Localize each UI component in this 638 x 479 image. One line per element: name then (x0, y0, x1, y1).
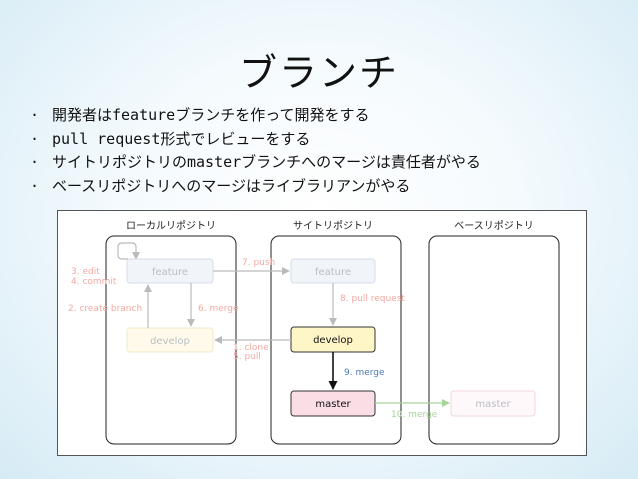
step-push-label: 7. push (242, 258, 275, 268)
slide-title: ブランチ (238, 51, 399, 95)
bullet-item: ·ベースリポジトリへのマージはライブラリアンがやる (30, 176, 411, 195)
step-create-branch-label: 2. create branch (68, 304, 142, 314)
site-feature-label: feature (315, 267, 351, 278)
diagram-canvas: ローカルリポジトリ サイトリポジトリ ベースリポジトリ feature deve… (68, 220, 560, 445)
bullet-item: ·サイトリポジトリのmasterブランチへのマージは責任者がやる (30, 153, 481, 171)
step-local-merge-label: 6. merge (198, 304, 239, 314)
local-develop-box (126, 327, 214, 353)
local-feature-label: feature (152, 267, 188, 278)
bullet-text: pull request形式でレビューをする (52, 129, 311, 148)
bullet-item: ·開発者はfeatureブランチを作って開発をする (30, 106, 370, 124)
step-edit-label: 3. edit (71, 267, 100, 277)
step-base-merge-label: 10. merge (391, 410, 438, 420)
base-repo-title: ベースリポジトリ (454, 220, 534, 232)
step-master-merge-label: 9. merge (344, 368, 385, 378)
site-repo-title: サイトリポジトリ (293, 220, 373, 232)
base-master-box (450, 390, 536, 417)
step-pull-request-label: 8. pull request (340, 294, 405, 304)
base-master-label: master (475, 399, 511, 410)
site-master-label: master (315, 399, 351, 410)
bullet-list: ·開発者はfeatureブランチを作って開発をする ·pull request形… (30, 104, 481, 198)
step-pull-label: 5. pull (233, 352, 261, 362)
site-develop-label: develop (313, 335, 353, 346)
bullet-text: 開発者はfeatureブランチを作って開発をする (52, 106, 370, 124)
branch-diagram: ローカルリポジトリ サイトリポジトリ ベースリポジトリ feature deve… (57, 210, 587, 456)
bullet-text: サイトリポジトリのmasterブランチへのマージは責任者がやる (52, 153, 481, 171)
edit-commit-loop-arrow (117, 242, 140, 260)
bullet-text: ベースリポジトリへのマージはライブラリアンがやる (52, 176, 411, 195)
step-clone-label: 1. clone (233, 343, 269, 353)
step-commit-label: 4. commit (71, 277, 117, 287)
local-develop-label: develop (150, 336, 190, 347)
bullet-item: ·pull request形式でレビューをする (30, 129, 311, 148)
local-repo-title: ローカルリポジトリ (126, 220, 216, 232)
